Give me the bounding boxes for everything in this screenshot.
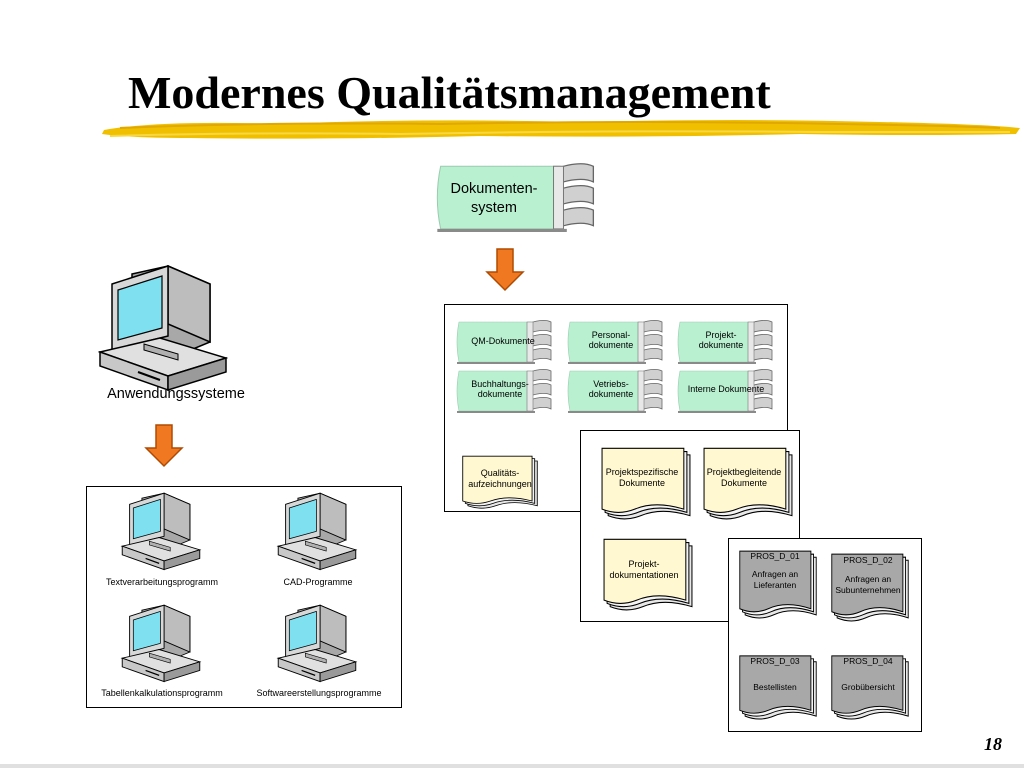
projekt-sheet-label-line2: Dokumente: [720, 478, 768, 488]
binder-label: Interne Dokumente: [678, 384, 774, 394]
down-arrow-icon: [144, 424, 184, 468]
projekt-sheet-label-line2: dokumentationen: [609, 570, 679, 580]
binder-label: Personal- dokumente: [566, 330, 656, 350]
pros-code: PROS_D_03: [750, 656, 800, 666]
pros-code: PROS_D_02: [843, 555, 893, 565]
binder-label-line2: dokumente: [588, 389, 634, 399]
footer-divider: [0, 764, 1024, 768]
dokumentensystem-label-line1: Dokumenten-: [450, 181, 538, 197]
pros-code: PROS_D_01: [750, 551, 800, 561]
pros-code: PROS_D_04: [843, 656, 893, 666]
title-underline-brush: [102, 120, 1020, 139]
pros-label: PROS_D_04 Grobübersicht: [830, 656, 906, 693]
computer-icon: [277, 492, 357, 571]
pros-label: PROS_D_03 Bestellisten: [738, 656, 812, 693]
binder-label: Buchhaltungs- dokumente: [455, 379, 545, 399]
binder-label-line1: Vetriebs-: [593, 379, 629, 389]
computer-icon: [98, 264, 228, 394]
binder-label-line1: Projekt-: [705, 330, 737, 340]
pros-label: PROS_D_01 Anfragen an Lieferanten: [738, 551, 812, 591]
anwendungssysteme-label: Anwendungssysteme: [107, 386, 245, 402]
pros-label: PROS_D_02 Anfragen an Subunternehmen: [830, 555, 906, 596]
computer-icon: [277, 604, 357, 683]
pros-label-line1: Bestellisten: [753, 682, 797, 692]
qualitaet-label-line1: Qualitäts-: [480, 468, 520, 478]
binder-label-line2: dokumente: [588, 340, 634, 350]
computer-icon: [121, 492, 201, 571]
projekt-sheet-label: Projektspezifische Dokumente: [600, 467, 684, 489]
qualitaet-label: Qualitäts- aufzeichnungen: [461, 468, 539, 490]
binder-label-line2: dokumente: [698, 340, 744, 350]
projekt-sheet-label-line1: Projekt-: [628, 559, 660, 569]
binder-label-line2: dokumente: [477, 389, 523, 399]
program-label: CAD-Programme: [283, 577, 353, 587]
down-arrow-icon: [485, 248, 525, 292]
binder-label: Projekt- dokumente: [676, 330, 766, 350]
projekt-sheet-label-line1: Projektbegleitende: [706, 467, 782, 477]
dokumentensystem-label-line2: system: [471, 200, 517, 216]
projekt-sheet-label: Projekt- dokumentationen: [602, 559, 686, 581]
projekt-sheet-label-line2: Dokumente: [618, 478, 666, 488]
dokumentensystem-label: Dokumenten- system: [434, 180, 554, 218]
projekt-sheet-label-line1: Projektspezifische: [605, 467, 679, 477]
slide-title: Modernes Qualitätsmanagement: [128, 67, 771, 118]
binder-label-line1: Buchhaltungs-: [471, 379, 529, 389]
computer-icon: [121, 604, 201, 683]
program-label: Textverarbeitungsprogramm: [105, 577, 219, 587]
pros-label-line1: Anfragen an: [751, 569, 799, 579]
pros-label-line1: Anfragen an: [844, 574, 892, 584]
binder-label-line1: QM-Dokumente: [471, 336, 535, 346]
projekt-sheet-label: Projektbegleitende Dokumente: [702, 467, 786, 489]
qualitaet-label-line2: aufzeichnungen: [468, 479, 532, 489]
program-label: Softwareerstellungsprogramme: [256, 688, 382, 698]
program-label: Tabellenkalkulationsprogramm: [101, 688, 223, 698]
binder-label: QM-Dokumente: [455, 336, 551, 346]
page-number: 18: [984, 734, 1002, 754]
binder-label: Vetriebs- dokumente: [566, 379, 656, 399]
pros-label-line1: Grobübersicht: [841, 682, 895, 692]
binder-label-line1: Personal-: [591, 330, 631, 340]
binder-label-line1: Interne Dokumente: [687, 384, 765, 394]
pros-label-line2: Subunternehmen: [835, 585, 901, 595]
pros-label-line2: Lieferanten: [753, 580, 797, 590]
